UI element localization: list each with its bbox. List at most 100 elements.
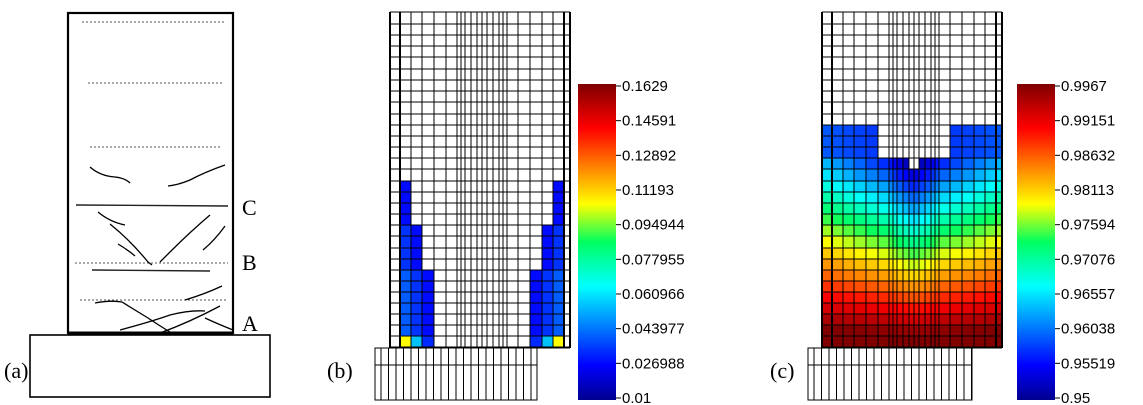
contour-cell (950, 281, 963, 293)
damage-cell (400, 248, 411, 259)
contour-cell (866, 259, 879, 271)
colorbar-label: 0.96557 (1061, 286, 1115, 303)
colorbar-label: 0.01 (622, 390, 651, 405)
contour-cell (889, 303, 894, 315)
contour-cell (893, 270, 898, 282)
contour-cell (974, 325, 986, 337)
panel-b-foundation-mesh (374, 347, 538, 401)
contour-cell (854, 281, 867, 293)
damage-cell (553, 236, 564, 248)
contour-cell (914, 248, 920, 260)
contour-cell (903, 225, 910, 237)
contour-cell (854, 303, 867, 315)
contour-cell (909, 181, 915, 193)
contour-cell (878, 270, 890, 282)
contour-cell (889, 325, 894, 337)
contour-cell (903, 336, 910, 348)
damage-cell (400, 314, 411, 325)
panel-b-mesh (389, 11, 571, 349)
contour-cell (962, 336, 975, 348)
contour-cell (832, 236, 844, 249)
colorbar-label: 0.9967 (1061, 78, 1107, 95)
contour-cell (925, 281, 932, 293)
contour-cell (985, 136, 997, 148)
contour-cell (950, 292, 963, 304)
contour-cell (935, 336, 940, 348)
contour-cell (939, 225, 951, 237)
contour-cell (866, 136, 879, 148)
contour-cell (996, 125, 1003, 137)
contour-cell (843, 303, 855, 315)
panel-c-colorbar-ticks (1055, 85, 1060, 399)
contour-cell (822, 147, 833, 159)
horizontal-crack-marks (75, 21, 228, 301)
contour-cell (996, 314, 1003, 326)
contour-cell (914, 303, 920, 315)
damage-cell (400, 225, 411, 236)
contour-cell (939, 259, 951, 271)
contour-cell (974, 270, 986, 282)
contour-cell (832, 314, 844, 326)
contour-cell (996, 292, 1003, 304)
contour-cell (854, 259, 867, 271)
contour-cell (931, 314, 936, 326)
damage-cell (542, 336, 553, 347)
colorbar-label: 0.99151 (1061, 113, 1115, 130)
contour-cell (822, 248, 833, 260)
colorbar-label: 0.98632 (1061, 147, 1115, 164)
panel-c-contour: 0.99670.991510.986320.981130.975940.9707… (770, 11, 1115, 405)
damage-cell (553, 270, 564, 281)
contour-cell (974, 259, 986, 271)
damage-cell (411, 336, 422, 347)
contour-cell (893, 214, 898, 226)
contour-cell (914, 181, 920, 193)
contour-cell (974, 203, 986, 215)
contour-cell (939, 248, 951, 260)
contour-cell (931, 192, 936, 204)
contour-cell (931, 303, 936, 315)
damage-cell (400, 303, 411, 314)
contour-cell (893, 169, 898, 182)
contour-cell (903, 292, 910, 304)
contour-cell (878, 158, 890, 170)
colorbar-label: 0.060966 (622, 286, 685, 303)
damage-cell (530, 303, 542, 314)
contour-cell (962, 236, 975, 249)
contour-cell (854, 169, 867, 182)
contour-cell (897, 314, 904, 326)
contour-cell (897, 303, 904, 315)
damage-cell (411, 236, 422, 248)
contour-cell (903, 314, 910, 326)
contour-cell (897, 214, 904, 226)
damage-cell (530, 325, 542, 336)
contour-cell (962, 259, 975, 271)
contour-cell (909, 169, 915, 182)
contour-cell (914, 281, 920, 293)
contour-cell (878, 203, 890, 215)
contour-cell (962, 314, 975, 326)
contour-cell (878, 314, 890, 326)
contour-cell (843, 248, 855, 260)
contour-cell (889, 192, 894, 204)
contour-cell (962, 203, 975, 215)
contour-cell (939, 192, 951, 204)
contour-cell (950, 270, 963, 282)
contour-cell (919, 214, 926, 226)
damage-cell (553, 181, 564, 192)
contour-cell (935, 192, 940, 204)
contour-cell (854, 270, 867, 282)
damage-cell (422, 325, 434, 336)
contour-cell (931, 248, 936, 260)
contour-cell (878, 259, 890, 271)
contour-cell (962, 270, 975, 282)
contour-cell (897, 169, 904, 182)
contour-cell (935, 314, 940, 326)
contour-cell (832, 214, 844, 226)
contour-cell (935, 169, 940, 182)
contour-cell (903, 270, 910, 282)
contour-cell (985, 225, 997, 237)
contour-cell (974, 248, 986, 260)
contour-cell (985, 125, 997, 137)
contour-cell (866, 214, 879, 226)
contour-cell (832, 147, 844, 159)
